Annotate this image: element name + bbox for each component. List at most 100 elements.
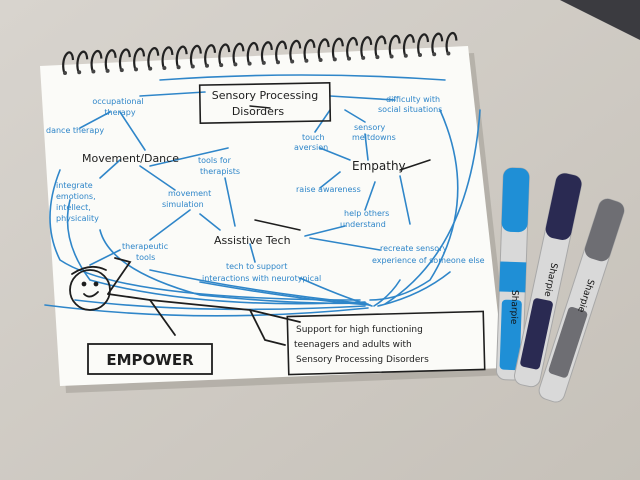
spiral-hole [162,65,167,70]
spiral-ring [204,44,217,66]
label-touch: touch [302,133,325,142]
spiral-hole [332,57,337,62]
label-meltdowns: meltdowns [352,133,396,142]
support-box: Support for high functioning teenagers a… [286,310,486,376]
spiral-ring [374,35,387,57]
spiral-hole [134,67,138,72]
spiral-hole [361,55,366,60]
spiral-ring [189,44,202,66]
spiral-hole [190,64,195,69]
spiral-ring [62,51,75,73]
blue-labels: occupational therapy dance therapy tools… [46,95,485,283]
label-experience: experience of someone else [372,256,485,265]
spiral-hole [418,53,422,57]
spiral-hole [290,59,295,64]
label-integrate: integrate [56,181,93,190]
empower-box: EMPOWER [87,343,213,375]
spiral-ring [133,47,146,69]
navy-sharpie-marker: Sharpie [514,172,582,388]
spiral-ring [360,36,373,58]
label-difficulty: difficulty with [386,95,440,104]
label-dance-therapy: dance therapy [46,126,104,135]
label-understand: understand [340,220,386,229]
label-emotions: emotions, [56,192,96,201]
empower-label: EMPOWER [106,351,194,369]
black-connector-lines [249,105,431,231]
spiral-hole [77,70,82,75]
label-movement: movement [168,189,211,198]
spiral-hole [389,54,394,59]
spiral-ring [388,34,401,56]
spiral-hole [176,65,181,70]
spiral-hole [276,60,280,65]
label-therapists: therapists [200,167,240,176]
gray-sharpie-marker: Sharpie [538,198,625,403]
spiral-ring [275,40,288,62]
spiral-ring [175,45,188,67]
spiral-ring [417,33,430,55]
label-assistive-tech: Assistive Tech [214,234,291,247]
spiral-hole [432,52,437,57]
label-social-situations: social situations [378,105,442,114]
spiral-ring [289,39,302,61]
spiral-ring [331,37,344,59]
label-tools: tools [136,253,155,262]
spiral-hole [247,61,252,66]
spiral-hole [233,62,238,67]
label-raise-awareness: raise awareness [296,185,361,194]
spiral-ring [317,38,330,60]
spiral-ring [346,37,359,58]
spiral-hole [91,69,96,74]
spiral-ring [104,49,117,71]
spiral-ring [246,42,259,63]
spiral-binding [62,32,458,75]
label-therapy: therapy [104,108,135,117]
spiral-ring [445,32,458,53]
label-intellect: intellect, [56,203,91,212]
spiral-hole [318,58,323,63]
spiral-hole [446,51,451,56]
label-tools-for: tools for [198,156,232,165]
stick-figure-drawing [69,257,301,346]
label-empathy: Empathy [352,159,406,173]
spiral-ring [232,42,245,64]
spiral-hole [261,60,266,65]
dark-object-corner [560,0,640,40]
spiral-hole [403,53,408,58]
mindmap-connector-lines [44,74,481,317]
spiral-ring [147,47,160,68]
spiral-ring [161,46,174,68]
spiral-hole [304,58,309,63]
spiral-ring [402,34,415,55]
center-title-line-1: Sensory Processing [212,89,318,102]
support-line-2: teenagers and adults with [294,340,412,350]
label-tech-to-support: tech to support [226,262,287,271]
center-title-line-2: Disorders [232,105,285,118]
blue-sharpie-brand: Sharpie [508,290,519,325]
label-physicality: physicality [56,214,99,223]
spiral-hole [63,71,67,75]
label-help-others: help others [344,209,389,218]
spiral-hole [148,66,153,71]
spiral-hole [375,55,380,60]
label-therapeutic: therapeutic [122,242,168,251]
spiral-hole [219,63,224,68]
support-line-1: Support for high functioning [296,325,423,335]
support-line-3: Sensory Processing Disorders [296,355,429,365]
label-aversion: aversion [294,143,328,152]
spiral-ring [218,43,231,65]
label-sensory: sensory [354,123,386,132]
label-occupational: occupational [92,97,143,106]
label-recreate: recreate sensory [380,244,447,253]
spiral-ring [76,50,89,72]
spiral-ring [260,41,273,63]
center-title-box: Sensory Processing Disorders [198,82,332,124]
black-labels: Movement/Dance Empathy Assistive Tech [82,152,406,247]
spiral-ring [118,48,131,70]
spiral-ring [90,50,103,71]
spiral-hole [205,63,209,68]
spiral-ring [303,39,316,61]
spiral-hole [119,68,124,73]
blue-sharpie-marker: Sharpie [495,167,530,381]
